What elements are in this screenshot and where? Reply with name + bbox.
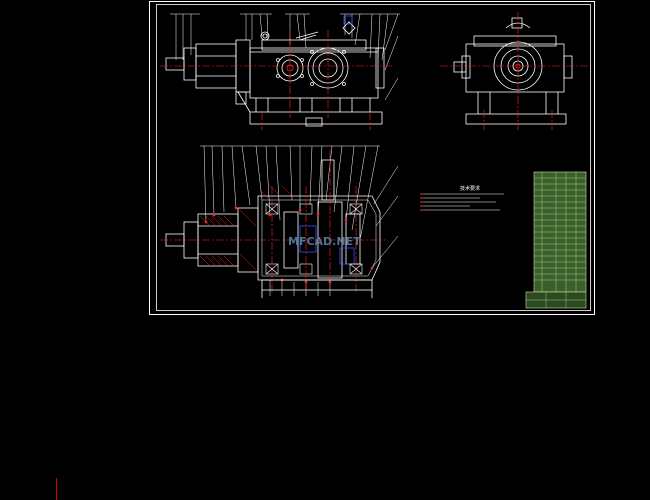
parts-list-table[interactable] <box>525 171 587 309</box>
front-view-leaders <box>175 13 399 101</box>
crosshair-cursor <box>56 478 57 500</box>
section-hatch <box>199 185 293 271</box>
section-view-leaders <box>200 145 399 296</box>
tech-requirements-title: 技术要求 <box>460 185 480 192</box>
sheet-inner-border <box>156 4 591 311</box>
section-view[interactable] <box>160 145 399 298</box>
front-view[interactable] <box>160 13 400 130</box>
technical-requirements[interactable]: 技术要求 <box>420 185 504 211</box>
watermark-logo: MFCAD.NET <box>288 235 361 248</box>
front-view-centerlines <box>160 30 392 130</box>
side-view[interactable] <box>440 12 590 130</box>
sheet-outer-border <box>149 1 595 315</box>
